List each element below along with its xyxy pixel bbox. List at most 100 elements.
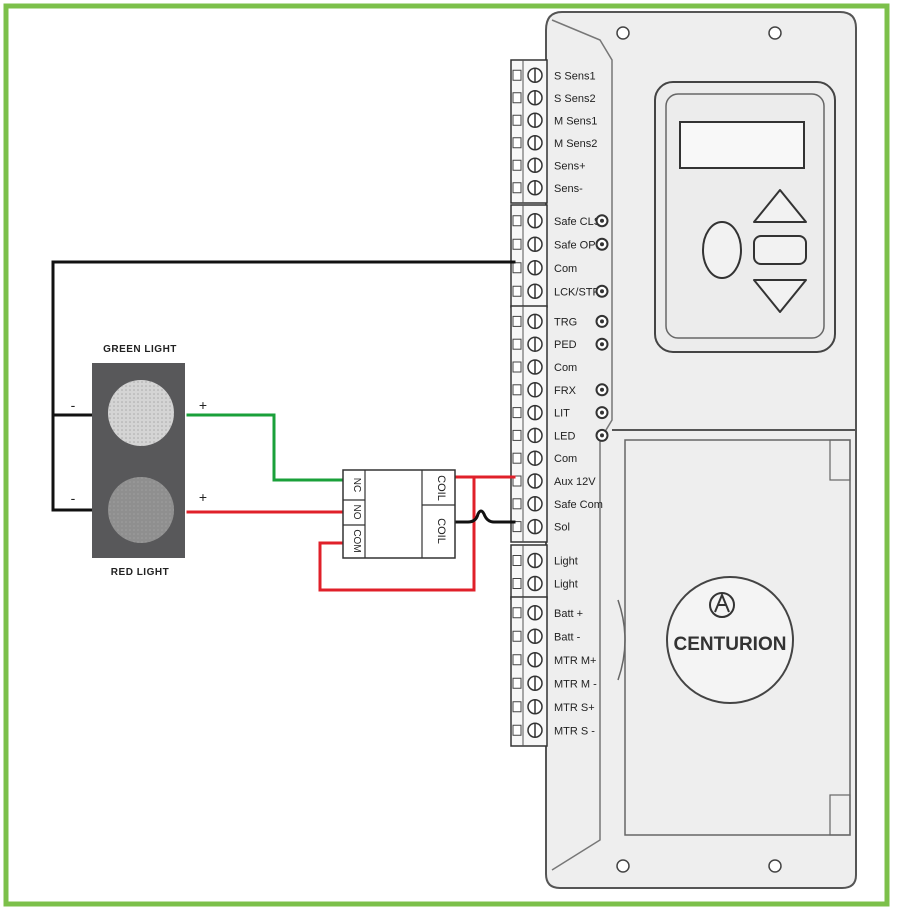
terminal-clamp (512, 521, 522, 533)
terminal-label: Safe Com (554, 499, 603, 511)
terminal-clamp (512, 315, 522, 327)
terminal-clamp (512, 338, 522, 350)
terminal-clamp (512, 159, 522, 171)
terminal-clamp (512, 630, 522, 642)
traffic-light: GREEN LIGHT RED LIGHT - - + + (71, 344, 207, 578)
terminal-clamp (512, 429, 522, 441)
terminal-clamp (512, 92, 522, 104)
brand-emblem-mark (714, 592, 730, 613)
enter-button[interactable] (702, 221, 742, 279)
brand-logo-ring (666, 576, 794, 704)
terminal-clamp (512, 114, 522, 126)
terminal-label: M Sens1 (554, 115, 597, 127)
terminal-clamp (512, 555, 522, 566)
wires (51, 260, 516, 592)
terminal-label: S Sens2 (554, 93, 596, 105)
red-lamp-lens (108, 477, 174, 543)
terminal-label: Batt - (554, 631, 581, 643)
terminal-clamp (512, 285, 522, 297)
green-minus-label: - (71, 397, 76, 413)
terminal-clamp (512, 452, 522, 464)
keypad-panel-inner (665, 93, 825, 339)
terminal-clamp (512, 654, 522, 666)
mounting-hole (768, 859, 782, 873)
terminal-label: LCK/STP (554, 286, 600, 298)
menu-button[interactable] (753, 235, 807, 265)
relay-pin-com: COM (351, 529, 362, 552)
outer-frame (3, 3, 890, 907)
terminal-label: M Sens2 (554, 138, 597, 150)
relay-body (342, 469, 456, 559)
indicator-led-core (600, 289, 604, 294)
terminal-label: MTR S - (554, 725, 595, 737)
terminal-label: Sens- (554, 183, 583, 195)
terminal-label: Com (554, 263, 577, 275)
terminal-label: MTR M+ (554, 655, 596, 667)
terminal-label: LIT (554, 408, 570, 420)
terminal-clamp (512, 262, 522, 274)
terminal-label: Aux 12V (554, 476, 596, 488)
down-arrow-button[interactable] (753, 279, 807, 313)
terminal-clamp (512, 384, 522, 396)
relay-module: NC NO COM COIL COIL (342, 469, 456, 559)
controller-inner-edge (551, 19, 613, 871)
lcd-screen (679, 121, 805, 169)
com-feed-wire (318, 475, 476, 592)
relay-pin-coil-top: COIL (435, 475, 447, 501)
relay-pin-coil-bottom: COIL (435, 518, 447, 544)
compartment-bump (617, 599, 626, 681)
terminal-clamp (512, 724, 522, 736)
indicator-led-core (600, 218, 604, 223)
terminal-label: Safe CLS (554, 216, 601, 228)
terminal-clamp (512, 498, 522, 510)
indicator-led-core (600, 242, 604, 247)
terminal-label: PED (554, 339, 577, 351)
terminal-clamp (512, 475, 522, 487)
terminal-clamp (512, 578, 522, 589)
terminal-clamp (512, 361, 522, 373)
terminal-clamp (512, 677, 522, 689)
green-lamp-lens (108, 380, 174, 446)
black-common-wire (51, 260, 516, 512)
compartment-tab (829, 439, 851, 481)
terminal-label: Safe OPN (554, 239, 604, 251)
terminal-clamp (512, 238, 522, 250)
terminal-clamp (512, 607, 522, 619)
terminal-clamp (512, 69, 522, 81)
terminal-label: Sol (554, 522, 570, 534)
terminal-label: Light (554, 579, 578, 591)
indicator-led-core (600, 319, 604, 324)
terminal-label: Light (554, 556, 578, 568)
terminal-label: Com (554, 453, 577, 465)
terminal-label: MTR M - (554, 678, 597, 690)
terminal-clamp (512, 215, 522, 227)
green-plus-label: + (199, 397, 207, 413)
terminal-label: Sens+ (554, 160, 586, 172)
terminal-label: LED (554, 430, 575, 442)
indicator-led-core (600, 387, 604, 392)
terminal-label: Com (554, 362, 577, 374)
terminal-clamp (512, 701, 522, 713)
terminal-block (510, 59, 548, 204)
relay-pin-no: NO (351, 505, 362, 520)
terminal-label: TRG (554, 316, 577, 328)
green-light-caption: GREEN LIGHT (103, 344, 177, 355)
red-plus-label: + (199, 489, 207, 505)
terminal-clamp (512, 182, 522, 194)
green-light-wire (186, 413, 345, 482)
compartment-tab (829, 794, 851, 836)
mounting-hole (616, 26, 630, 40)
mounting-hole (768, 26, 782, 40)
indicator-led-core (600, 433, 604, 438)
terminal-block (510, 596, 548, 747)
indicator-led-core (600, 342, 604, 347)
red-minus-label: - (71, 490, 76, 506)
indicator-leds (595, 214, 609, 442)
terminal-clamp (512, 137, 522, 149)
up-arrow-button[interactable] (753, 189, 807, 223)
brand-name: CENTURION (674, 634, 787, 655)
